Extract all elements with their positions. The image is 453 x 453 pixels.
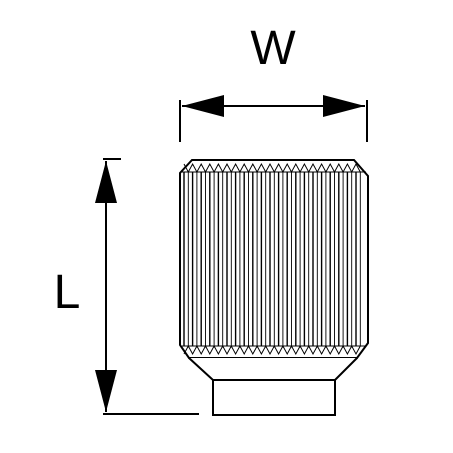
neck-taper: [188, 357, 358, 381]
width-arrowhead-left: [182, 95, 224, 117]
length-dimension: L: [54, 158, 199, 415]
knurl-top-teeth: [183, 162, 361, 174]
length-arrowhead-top: [95, 161, 117, 203]
width-label: W: [250, 22, 296, 75]
knurl-ridges: [183, 162, 361, 356]
knob-body: [179, 159, 369, 416]
shank: [212, 379, 336, 416]
knurl-bottom-teeth: [183, 344, 361, 356]
length-arrowhead-bottom: [95, 370, 117, 412]
width-dimension: W: [179, 22, 368, 142]
width-arrowhead-right: [323, 95, 365, 117]
length-label: L: [54, 266, 81, 319]
